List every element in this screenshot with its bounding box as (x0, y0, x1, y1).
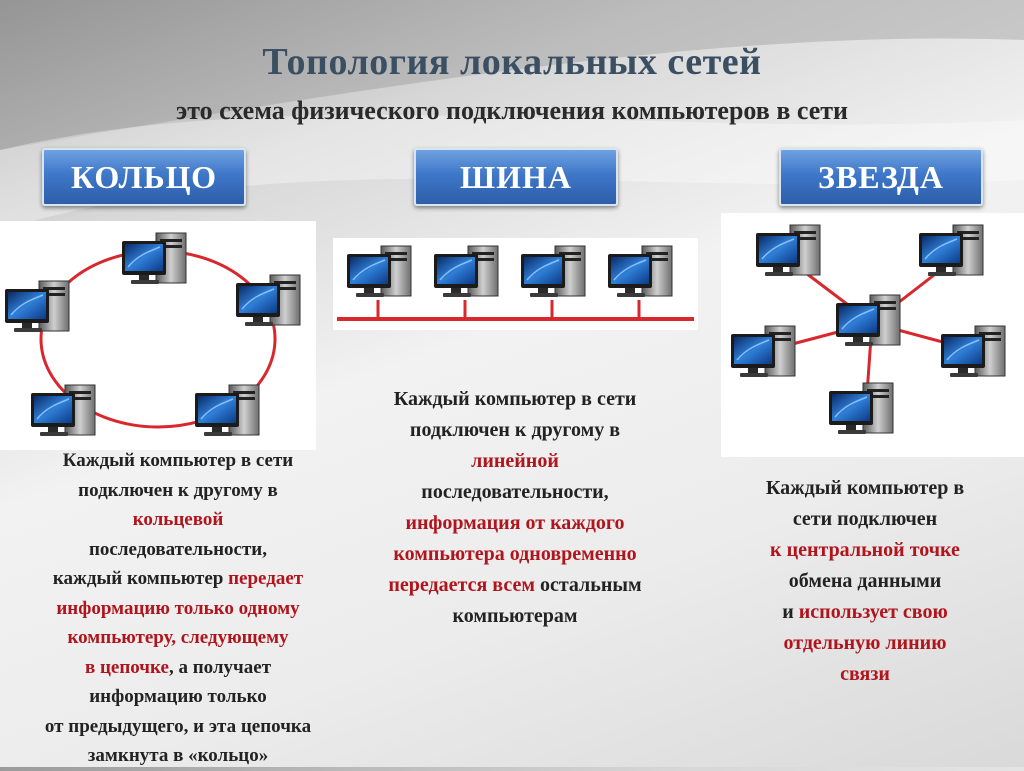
highlighted-text: в цепочке (84, 656, 169, 678)
description-line: подключен к другому в (8, 476, 348, 506)
computer-icon (121, 232, 187, 285)
description-text: последовательности, (88, 538, 267, 560)
computer-icon (918, 224, 984, 277)
highlighted-text: компьютера одновременно (393, 543, 637, 565)
highlighted-text: отдельную линию (783, 632, 947, 654)
description-text: каждый компьютер (52, 568, 229, 589)
description-line: в цепочке, а получает (8, 653, 348, 683)
computer-icon (433, 245, 499, 298)
description-text: остальным (534, 574, 642, 596)
description-line: информация от каждого (350, 508, 680, 539)
description-line: сети подключен (715, 504, 1015, 535)
computer-icon (755, 224, 821, 277)
description-line: от предыдущего, и эта цепочка (8, 712, 348, 742)
computer-icon (607, 245, 673, 298)
star-topology-diagram (721, 213, 1024, 457)
computer-icon (30, 384, 96, 437)
description-line: Каждый компьютер в сети (350, 384, 680, 415)
bus-description: Каждый компьютер в сети подключен к друго… (350, 384, 680, 632)
highlighted-text: связи (840, 663, 890, 685)
computer-icon (346, 245, 412, 298)
description-text: последовательности, (421, 481, 609, 503)
description-line: информацию только одному (8, 594, 348, 624)
description-text: информацию только (89, 686, 267, 707)
ring-topology-diagram (0, 221, 316, 450)
description-text: замкнута в «кольцо» (87, 745, 269, 766)
ring-topology-label: КОЛЬЦО (42, 148, 246, 206)
description-text: от предыдущего, и эта цепочка (44, 715, 312, 737)
description-line: Каждый компьютер в сети (8, 446, 348, 476)
highlighted-text: использует свою (798, 601, 948, 623)
description-line: и использует свою (715, 597, 1015, 628)
description-line: связи (715, 659, 1015, 690)
description-line: компьютеру, следующему (8, 623, 348, 653)
highlighted-text: передается всем (388, 574, 535, 596)
highlighted-text: информацию только одному (56, 597, 300, 619)
computer-icon (520, 245, 586, 298)
description-text: компьютерам (452, 605, 578, 627)
description-text: Каждый компьютер в сети (62, 450, 294, 471)
description-line: замкнута в «кольцо» (8, 741, 348, 771)
computer-icon (940, 325, 1006, 378)
description-text: Каждый компьютер в (765, 477, 965, 499)
description-text: подключен к другому в (409, 419, 621, 441)
highlighted-text: информация от каждого (405, 512, 625, 534)
description-line: линейной (350, 446, 680, 477)
description-text: обмена данными (788, 570, 942, 592)
description-text: Каждый компьютер в сети (393, 388, 637, 410)
description-line: информацию только (8, 682, 348, 712)
page-title: Топология локальных сетей (262, 41, 762, 83)
star-topology-label: ЗВЕЗДА (779, 148, 983, 206)
computer-icon (4, 280, 70, 333)
description-line: отдельную линию (715, 628, 1015, 659)
description-line: обмена данными (715, 566, 1015, 597)
computer-icon (194, 384, 260, 437)
description-line: последовательности, (8, 535, 348, 565)
computer-icon (730, 325, 796, 378)
description-line: Каждый компьютер в (715, 473, 1015, 504)
highlighted-text: передает (228, 568, 304, 589)
description-line: компьютерам (350, 601, 680, 632)
highlighted-text: к центральной точке (770, 539, 960, 561)
description-line: последовательности, (350, 477, 680, 508)
description-text: и (782, 601, 799, 623)
computer-icon (235, 274, 301, 327)
description-line: передается всем остальным (350, 570, 680, 601)
description-text: , а получает (168, 656, 272, 678)
description-line: подключен к другому в (350, 415, 680, 446)
star-description: Каждый компьютер в сети подключен к центра… (715, 473, 1015, 690)
description-line: компьютера одновременно (350, 539, 680, 570)
computer-icon (828, 382, 894, 435)
description-line: каждый компьютер передает (8, 564, 348, 594)
description-line: к центральной точке (715, 535, 1015, 566)
description-text: подключен к другому в (78, 479, 278, 501)
ring-description: Каждый компьютер в сети подключен к друго… (8, 446, 348, 771)
highlighted-text: линейной (471, 450, 559, 472)
bus-topology-label: ШИНА (414, 148, 618, 206)
bus-topology-diagram (333, 238, 698, 330)
highlighted-text: компьютеру, следующему (67, 627, 289, 648)
highlighted-text: кольцевой (132, 509, 224, 530)
description-line: кольцевой (8, 505, 348, 535)
page-subtitle: это схема физического подключения компью… (175, 96, 849, 125)
description-text: сети подключен (792, 508, 938, 530)
